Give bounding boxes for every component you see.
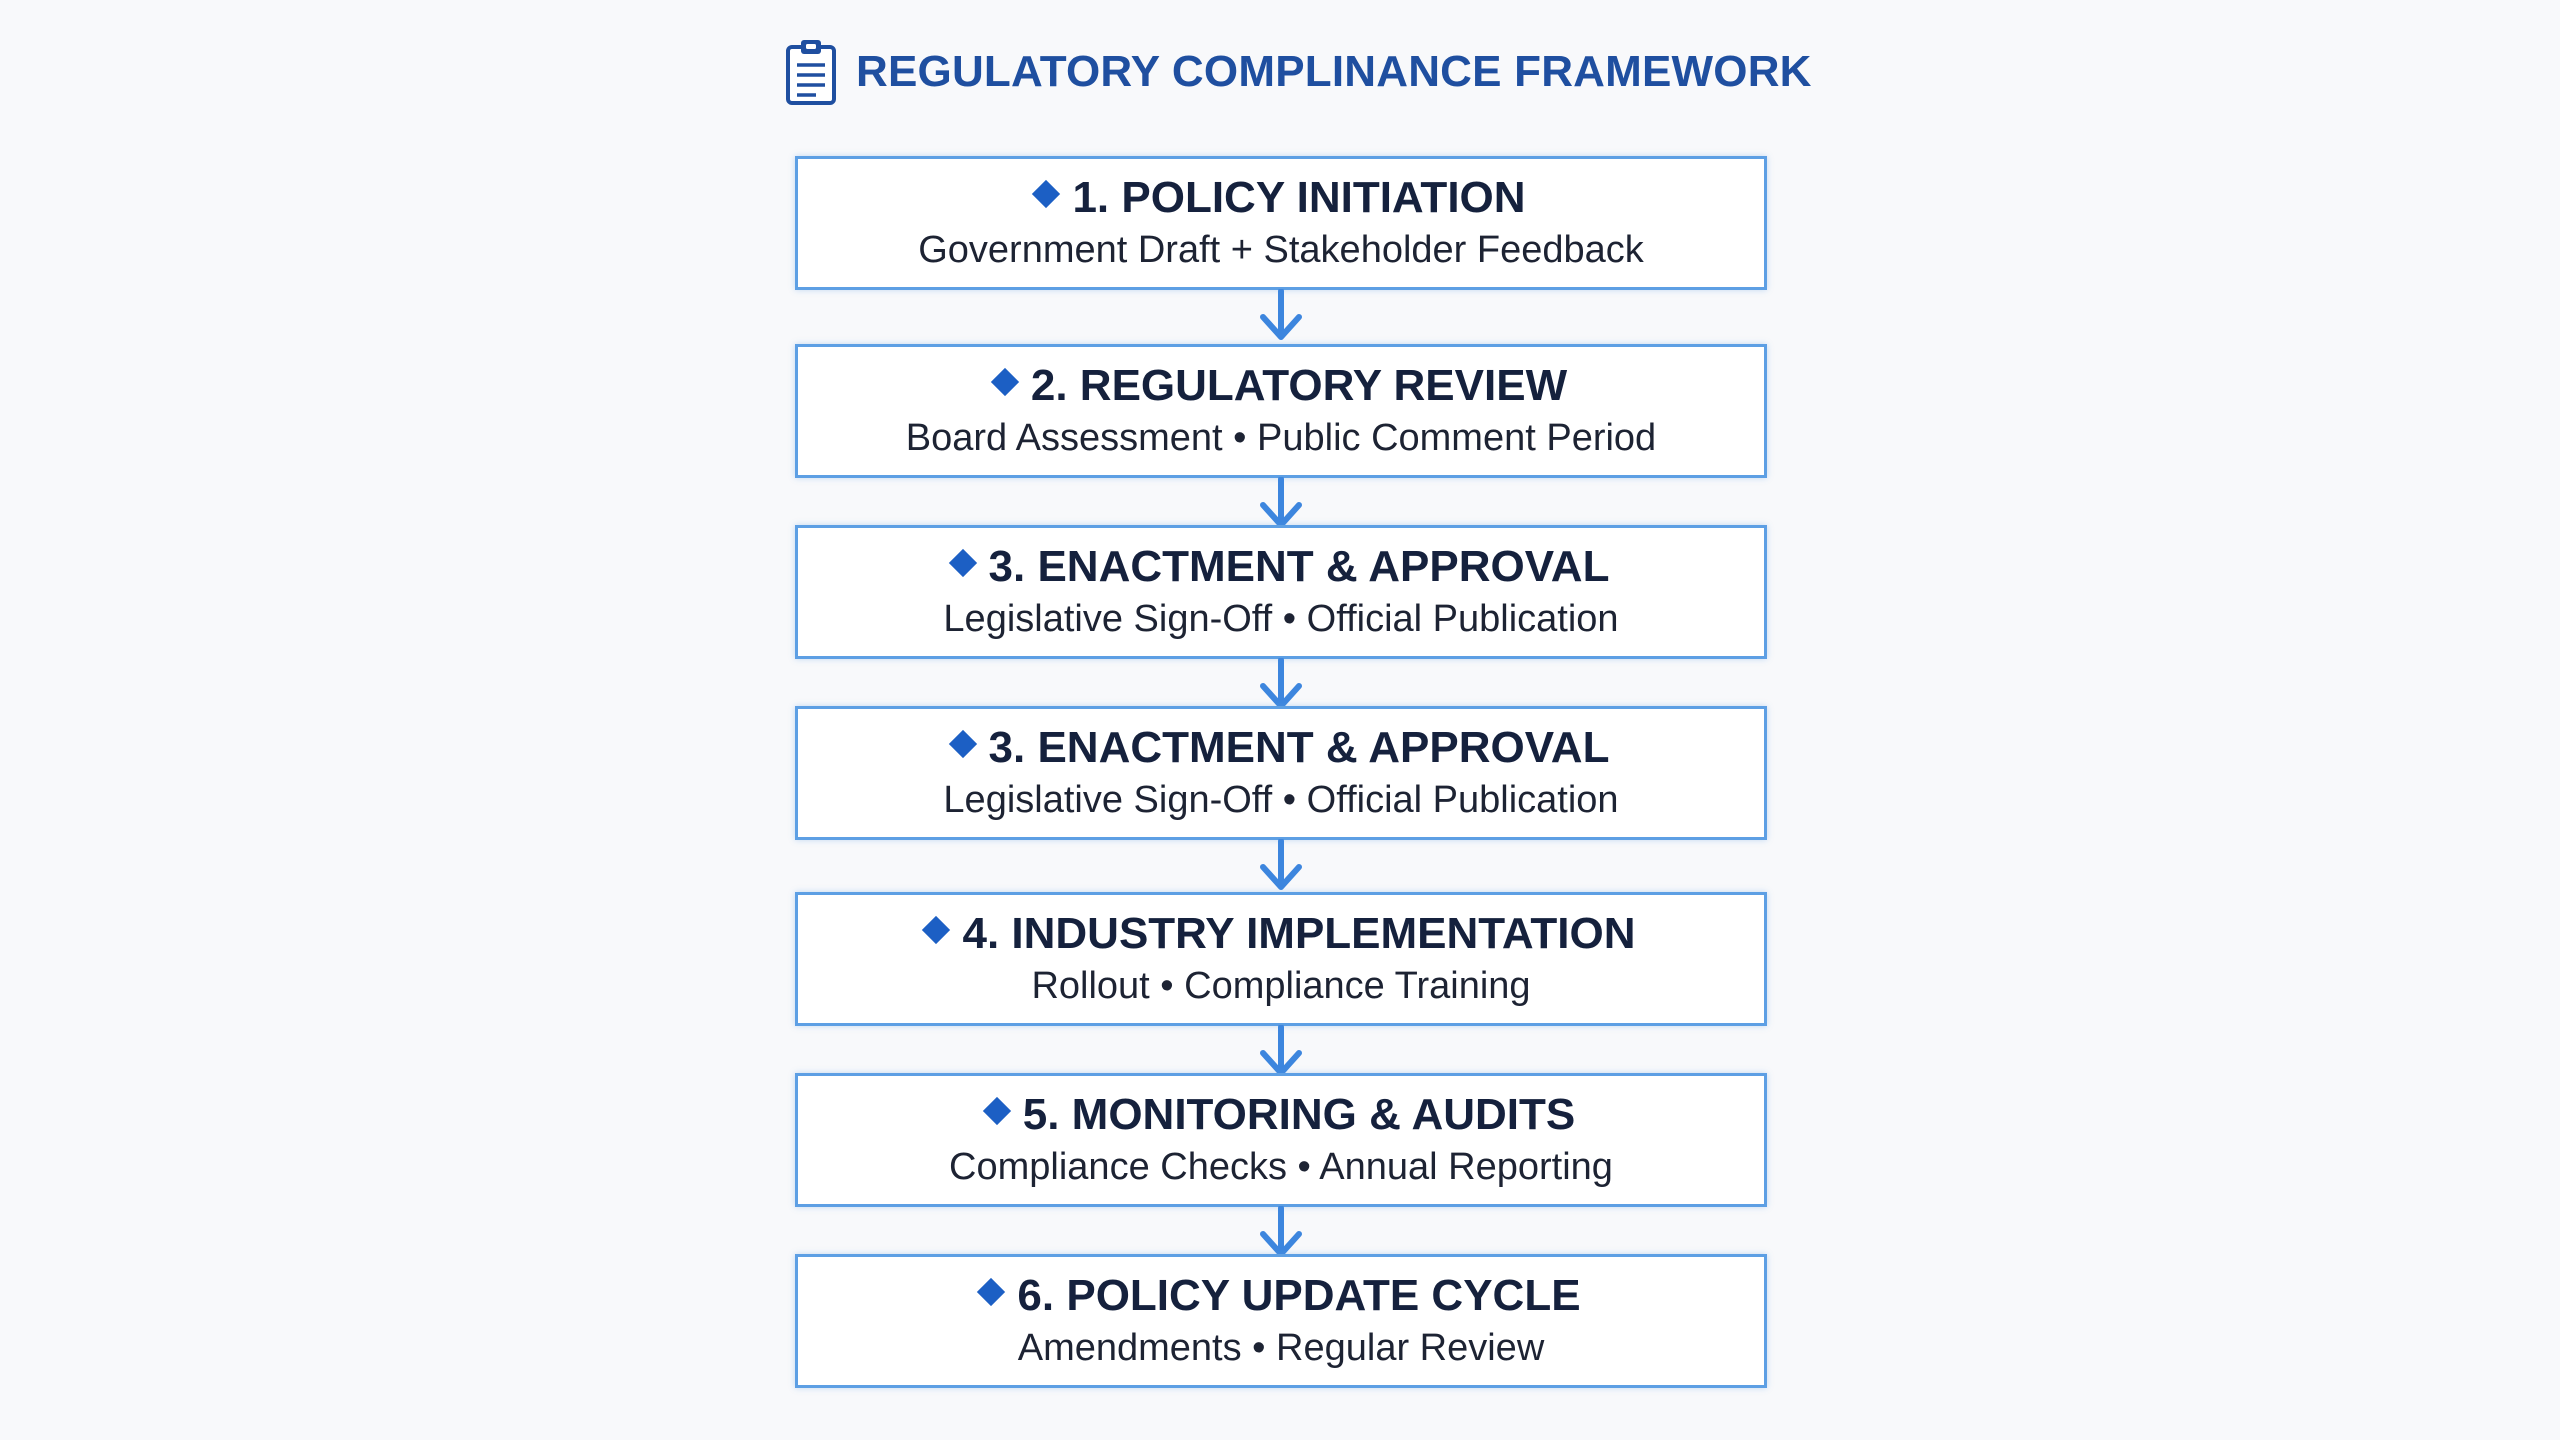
step-box-2: 2. REGULATORY REVIEW Board Assessment • … xyxy=(795,344,1767,478)
diagram-header: REGULATORY COMPLINANCE FRAMEWORK xyxy=(784,36,1812,108)
page-title: REGULATORY COMPLINANCE FRAMEWORK xyxy=(856,47,1812,96)
step-subtitle: Rollout • Compliance Training xyxy=(1031,965,1531,1007)
clipboard-icon xyxy=(786,40,836,105)
down-arrow-icon xyxy=(1260,839,1302,890)
down-arrow-icon xyxy=(1260,289,1302,340)
step-box-5: 4. INDUSTRY IMPLEMENTATION Rollout • Com… xyxy=(795,892,1767,1026)
step-title: 3. ENACTMENT & APPROVAL xyxy=(798,542,1764,592)
step-title: 3. ENACTMENT & APPROVAL xyxy=(798,723,1764,773)
step-title: 2. REGULATORY REVIEW xyxy=(798,361,1764,411)
step-title-text: 6. POLICY UPDATE CYCLE xyxy=(1017,1271,1581,1320)
diamond-bullet-icon xyxy=(1032,179,1061,209)
diamond-bullet-icon xyxy=(990,367,1020,397)
step-title: 4. INDUSTRY IMPLEMENTATION xyxy=(798,909,1764,959)
step-subtitle: Amendments • Regular Review xyxy=(1017,1327,1545,1369)
step-title-text: 5. MONITORING & AUDITS xyxy=(1022,1090,1576,1139)
diamond-bullet-icon xyxy=(982,1096,1011,1126)
step-box-4: 3. ENACTMENT & APPROVAL Legislative Sign… xyxy=(795,706,1767,840)
step-box-6: 5. MONITORING & AUDITS Compliance Checks… xyxy=(795,1073,1767,1207)
down-arrow-icon xyxy=(1260,658,1302,709)
down-arrow-icon xyxy=(1260,1025,1302,1076)
step-title-text: 4. INDUSTRY IMPLEMENTATION xyxy=(962,909,1636,958)
step-title-text: 2. REGULATORY REVIEW xyxy=(1030,361,1568,410)
step-title-text: 3. ENACTMENT & APPROVAL xyxy=(988,542,1610,591)
down-arrow-icon xyxy=(1260,477,1302,528)
diamond-bullet-icon xyxy=(977,1277,1006,1307)
step-title-text: 1. POLICY INITIATION xyxy=(1072,173,1526,222)
step-subtitle: Government Draft + Stakeholder Feedback xyxy=(918,229,1644,271)
step-subtitle: Legislative Sign-Off • Official Publicat… xyxy=(943,779,1619,821)
step-title: 5. MONITORING & AUDITS xyxy=(798,1090,1764,1140)
diamond-bullet-icon xyxy=(948,729,977,759)
down-arrow-icon xyxy=(1260,1206,1302,1257)
step-box-7: 6. POLICY UPDATE CYCLE Amendments • Regu… xyxy=(795,1254,1767,1388)
step-box-3: 3. ENACTMENT & APPROVAL Legislative Sign… xyxy=(795,525,1767,659)
diamond-bullet-icon xyxy=(922,915,951,945)
step-subtitle: Compliance Checks • Annual Reporting xyxy=(949,1146,1613,1188)
step-title-text: 3. ENACTMENT & APPROVAL xyxy=(988,723,1610,772)
step-subtitle: Board Assessment • Public Comment Period xyxy=(905,417,1657,459)
step-title: 6. POLICY UPDATE CYCLE xyxy=(798,1271,1764,1321)
diamond-bullet-icon xyxy=(948,548,977,578)
step-subtitle: Legislative Sign-Off • Official Publicat… xyxy=(943,598,1619,640)
step-title: 1. POLICY INITIATION xyxy=(798,173,1764,223)
step-box-1: 1. POLICY INITIATION Government Draft + … xyxy=(795,156,1767,290)
